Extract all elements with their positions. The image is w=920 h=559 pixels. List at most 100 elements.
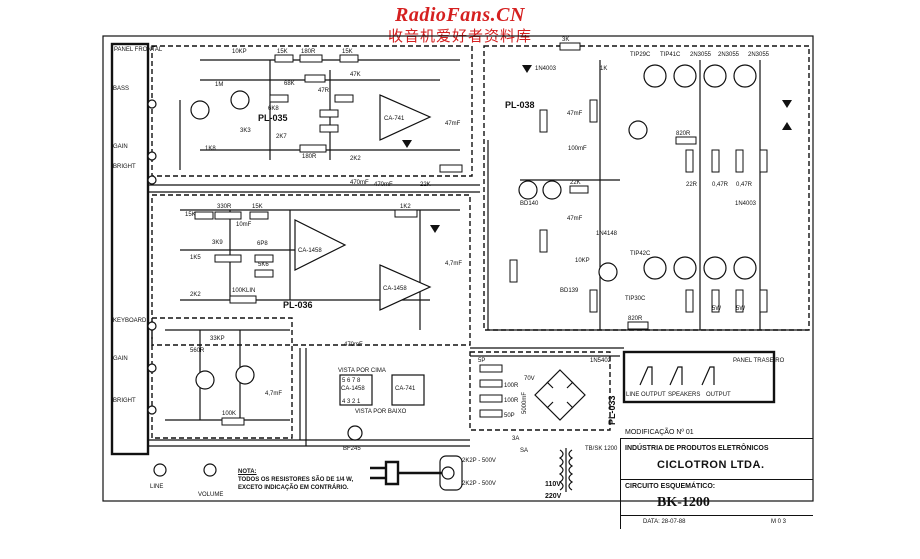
component-label: 100R [504,398,519,404]
component-label: 15K [277,49,288,55]
component-label: 100R [504,383,519,389]
pl035-label: PL-035 [258,113,288,123]
pl036-wires [180,209,460,330]
output-line-output: LINE OUTPUT [626,392,666,398]
ic-pins-top: 5 6 7 8 [342,378,361,384]
ic-pins-bottom: 4 3 2 1 [342,399,361,405]
bf245-pinout [347,425,363,441]
transistor-2n3055-b: 2N3055 [718,52,740,58]
pl036-label: PL-036 [283,300,313,310]
outer-border [102,35,814,502]
component-label: 33KP [210,336,225,342]
note-block: NOTA: TODOS OS RESISTORES SÃO DE 1/4 W, … [238,468,353,492]
diode-symbols [402,65,792,233]
preamp-transistors [190,90,255,390]
output-transistors-bottom [643,256,757,280]
driver-transistors [518,120,648,282]
component-label: 1K8 [205,146,216,152]
component-label: 47mF [567,111,583,117]
component-label: 47R [318,88,330,94]
component-label: 5K6 [258,262,269,268]
control-volume: VOLUME [198,492,223,498]
component-label: 100KLIN [232,288,255,294]
front-panel-jacks [147,99,217,477]
transistor-bd139: BD139 [560,288,579,294]
control-bright-1: BRIGHT [113,164,136,170]
component-label: 47K [350,72,361,78]
rear-output-jacks [639,366,715,386]
pl035-box [151,45,473,177]
component-label: 15K [342,49,353,55]
component-label: 2K2 [350,156,361,162]
component-label: 0,47R [736,182,753,188]
component-label: 6K8 [268,106,279,112]
pl038-label: PL-038 [505,100,535,110]
ic-pinout-box-2 [391,374,425,406]
component-label: 330R [217,204,232,210]
pl033-box [469,351,611,431]
component-label: 0,47R [712,182,729,188]
ic-pinout-ca1458: CA-1458 [341,386,365,392]
transistor-2n3055-c: 2N3055 [748,52,770,58]
title-company: CICLOTRON LTDA. [657,459,765,471]
title-divider-2 [621,515,813,516]
diode-1n4148: 1N4148 [596,231,618,237]
output-transistors-top [643,64,757,88]
title-sheet: M 0 3 [771,519,787,525]
component-label: 2K7 [276,134,287,140]
component-label: 15K [185,212,196,218]
component-label: 5P [478,358,485,364]
component-label: 1M [215,82,223,88]
transistor-bd140: BD140 [520,201,539,207]
title-divider [621,479,813,480]
ca1458-opamp-a-symbol [294,219,347,271]
note-line1: TODOS OS RESISTORES SÃO DE 1/4 W, [238,477,354,483]
component-label: 3K [562,37,569,43]
component-label: 47mF [445,121,461,127]
component-label: 1K2 [400,204,411,210]
ca741-opamp-symbol [379,94,432,141]
amp-wires [487,60,808,331]
title-industry: INDÚSTRIA DE PRODUTOS ELETRÔNICOS [625,445,769,452]
component-label: 180R [301,49,316,55]
transistor-2n3055-a: 2N3055 [690,52,712,58]
control-keyboard: KEYBOARD [113,318,147,324]
ic-pinout-box-1 [339,374,373,406]
component-label: 2K2 [190,292,201,298]
control-gain-1: GAIN [113,144,128,150]
component-label: 22K [570,180,581,186]
component-label: 470mF [374,182,393,188]
component-label: 3K9 [212,240,223,246]
component-label: 22R [686,182,698,188]
output-speakers: SPEAKERS [668,392,700,398]
component-label: 50P [504,413,515,419]
component-value-labels: 15K 180R 15K 10KP 180R 2K2 6K8 2K7 15K 3… [185,37,753,419]
watermark-line1: RadioFans.CN [395,4,525,26]
control-line: LINE [150,484,163,490]
ic-pinout-ca741: CA-741 [395,386,416,392]
component-label: 68K [284,81,295,87]
keyboard-preamp-box [151,317,293,439]
note-line2: EXCETO INDICAÇÃO EM CONTRÁRIO. [238,485,349,491]
component-label: 560R [190,348,205,354]
title-block: MODIFICAÇÃO Nº 01 INDÚSTRIA DE PRODUTOS … [620,429,813,529]
power-filter-cap: 5000mF [522,392,528,414]
bus-wires [148,184,624,447]
component-label: 470mF [344,342,363,348]
diode-1n4003-a: 1N4003 [535,66,557,72]
panel-frontal-label: PANEL FRONTAL [114,47,163,53]
component-label: 820R [676,131,691,137]
transistor-tip29c: TIP29C [630,52,651,58]
diode-1n5402: 1N5402 [590,358,612,364]
pl036-box [151,194,471,346]
power-ac-220: 220V [545,493,562,500]
component-label: 10KP [575,258,590,264]
transistor-tip41c: TIP41C [660,52,681,58]
component-label: 470mF [350,180,369,186]
component-label: 10KP [232,49,247,55]
power-ac-110: 110V [545,481,561,488]
ca1458-opamp-b-symbol [379,264,432,311]
power-filter-voltage: 70V [524,376,535,382]
component-label: 180R [302,154,317,160]
